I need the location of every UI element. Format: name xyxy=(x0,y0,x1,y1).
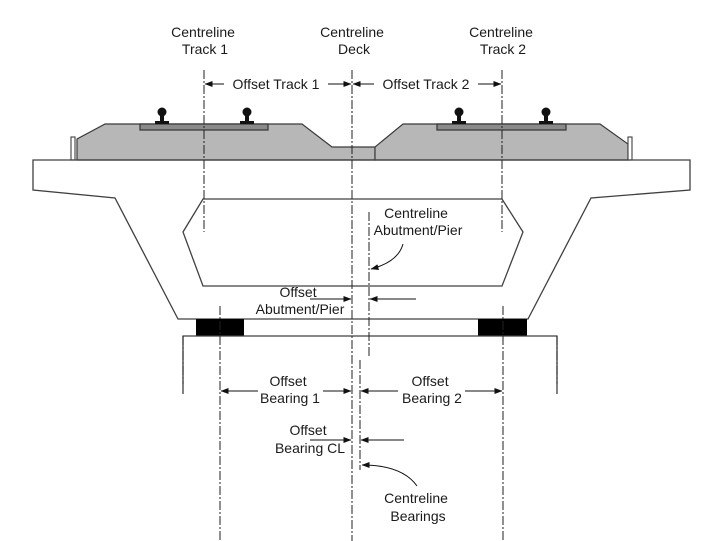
rail-icon xyxy=(539,107,553,124)
label-offset-bearing-cl: Offset Bearing CL xyxy=(275,422,345,456)
label-centreline-track-1: Centreline Track 1 xyxy=(171,24,239,57)
label-offset-abutment-pier: Offset Abutment/Pier xyxy=(256,284,345,317)
label-centreline-bearings: Centreline Bearings xyxy=(384,490,452,524)
label-offset-track-2: Offset Track 2 xyxy=(383,76,470,92)
label-offset-track-1: Offset Track 1 xyxy=(233,76,320,92)
rail-icon xyxy=(155,107,169,124)
label-centreline-track-2: Centreline Track 2 xyxy=(469,24,537,57)
leader-abutment-pier xyxy=(370,243,404,271)
rail-icon xyxy=(452,107,466,124)
pier-outline xyxy=(182,335,558,394)
parapet-right xyxy=(627,136,633,161)
label-centreline-abutment-pier: Centreline Abutment/Pier xyxy=(374,205,463,238)
label-centreline-deck: Centreline Deck xyxy=(320,24,388,57)
deck-outline xyxy=(32,159,691,320)
rail-icon xyxy=(240,107,254,124)
label-offset-bearing-2: Offset Bearing 2 xyxy=(402,373,462,406)
parapet-left xyxy=(70,136,76,161)
label-offset-bearing-1: Offset Bearing 1 xyxy=(260,373,320,406)
leader-bearings xyxy=(361,462,418,487)
box-void xyxy=(182,198,524,287)
